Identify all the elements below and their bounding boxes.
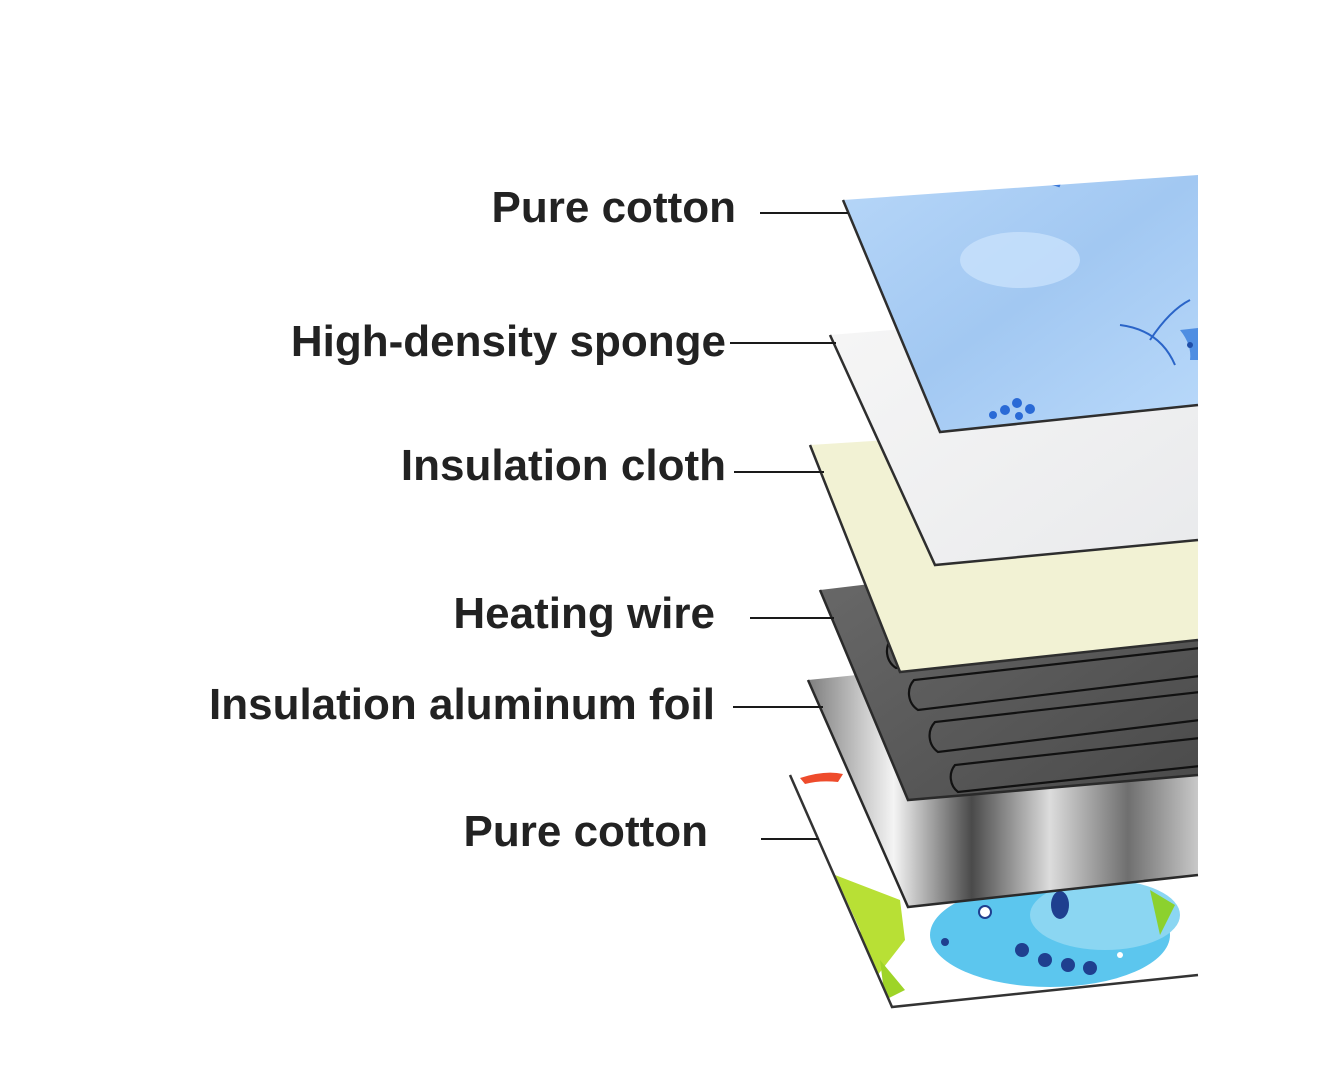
leader-line-high-density-sponge	[730, 342, 836, 344]
layer-label-insulation-cloth: Insulation cloth	[400, 441, 726, 490]
leader-line-insulation-cloth	[734, 471, 824, 473]
top-cotton-layer	[841, 175, 1199, 434]
leader-line-insulation-aluminum-foil	[733, 706, 823, 708]
layer-label-pure-cotton-top: Pure cotton	[491, 183, 736, 232]
leader-line-heating-wire	[750, 617, 834, 619]
layer-label-insulation-aluminum-foil: Insulation aluminum foil	[209, 680, 715, 729]
leader-line-pure-cotton-bottom	[761, 838, 819, 840]
layer-label-high-density-sponge: High-density sponge	[290, 317, 726, 366]
leader-line-pure-cotton-top	[760, 212, 848, 214]
layer-label-pure-cotton-bottom: Pure cotton	[463, 807, 708, 856]
layer-label-heating-wire: Heating wire	[453, 589, 715, 638]
